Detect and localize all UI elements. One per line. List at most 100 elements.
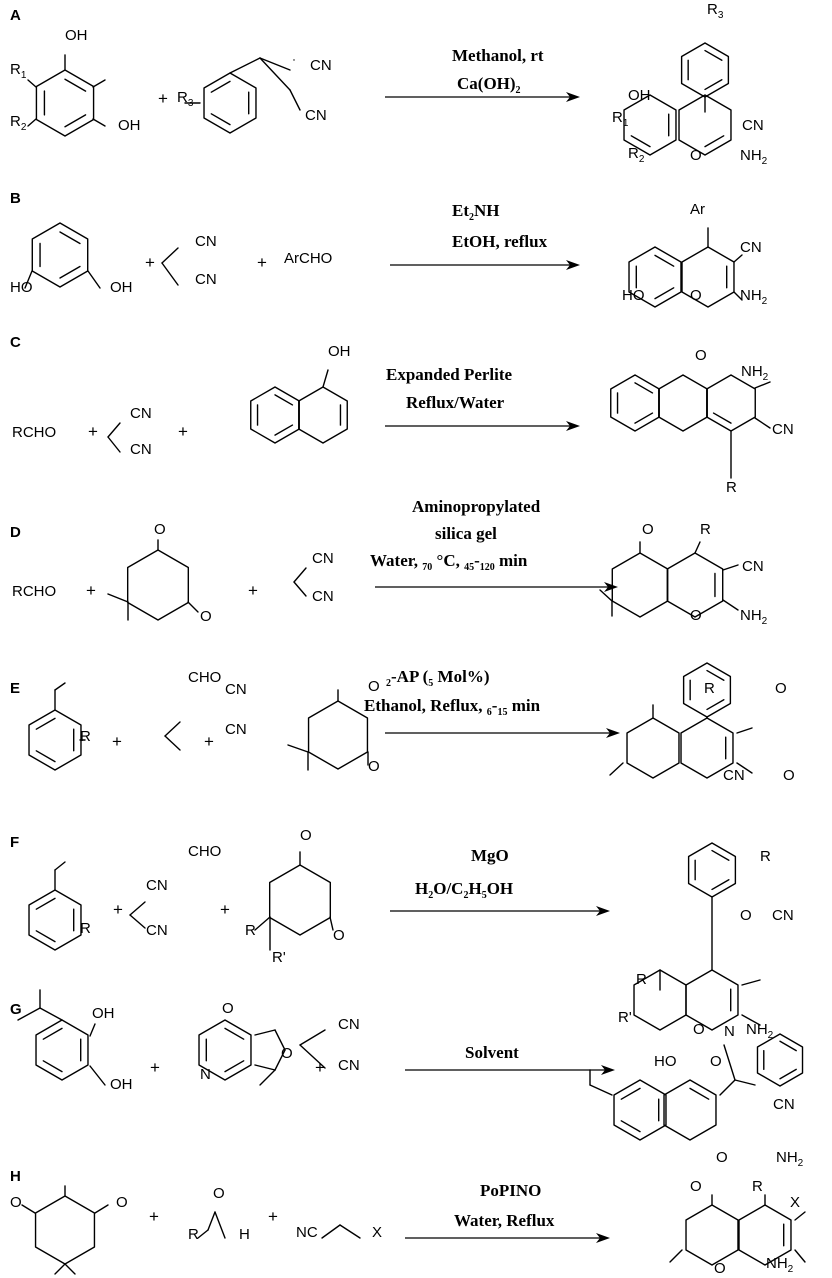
- atom-label: RCHO: [12, 583, 56, 600]
- atom-label: R': [618, 1009, 632, 1026]
- atom-label: CHO: [188, 669, 221, 686]
- reaction-condition: Ca(OH)2​: [457, 74, 521, 96]
- panel-label: D: [10, 524, 21, 541]
- atom-label: R: [700, 521, 711, 538]
- atom-label: O: [333, 927, 345, 944]
- atom-label: CN: [772, 907, 794, 924]
- atom-label: O: [690, 607, 702, 624]
- atom-label: O: [10, 1194, 22, 1211]
- atom-label: CN: [723, 767, 745, 784]
- reaction-condition: Aminopropylated: [412, 497, 541, 516]
- structure-bonds: [24, 222, 743, 308]
- arrow-head: [596, 906, 610, 916]
- atom-label: R: [704, 680, 715, 697]
- arrow-head: [566, 92, 580, 102]
- atom-label: NC: [296, 1224, 318, 1241]
- structure-bonds: [17, 989, 804, 1141]
- atom-label: R: [636, 971, 647, 988]
- atom-label: NH2​: [740, 287, 768, 307]
- atom-label: OH: [110, 279, 133, 296]
- plus-sign: +: [268, 1207, 278, 1226]
- atom-label: OH: [65, 27, 88, 44]
- panel-label: C: [10, 334, 21, 351]
- atom-label: CN: [225, 721, 247, 738]
- atom-label: CN: [225, 681, 247, 698]
- atom-label: R: [80, 920, 91, 937]
- plus-sign: +: [113, 900, 123, 919]
- atom-label: Ar: [690, 201, 705, 218]
- atom-label: CN: [312, 588, 334, 605]
- atom-label: NH2​: [741, 363, 769, 383]
- atom-label: R3​: [177, 89, 194, 109]
- atom-label: R3​: [707, 1, 724, 21]
- atom-label: ArCHO: [284, 250, 332, 267]
- structure-bonds: [21, 1185, 806, 1275]
- atom-label: O: [300, 827, 312, 844]
- atom-label: R1​: [612, 109, 629, 129]
- atom-label: HO: [654, 1053, 677, 1070]
- atom-label: OH: [92, 1005, 115, 1022]
- atom-label: O: [716, 1149, 728, 1166]
- atom-label: O: [368, 678, 380, 695]
- panel-label: H: [10, 1168, 21, 1185]
- arrow-head: [566, 421, 580, 431]
- atom-label: R: [752, 1178, 763, 1195]
- structure-bonds: [28, 842, 761, 1031]
- atom-label: R: [760, 848, 771, 865]
- reaction-condition: Solvent: [465, 1043, 519, 1062]
- reaction-condition: Ethanol, Reflux, 6​-15​ min: [364, 696, 541, 718]
- atom-label: O: [154, 521, 166, 538]
- plus-sign: +: [315, 1058, 325, 1077]
- reaction-condition: Water, 70​ °C, 45​-120​ min: [370, 551, 528, 573]
- structure-bonds: [28, 662, 753, 779]
- atom-label: R': [272, 949, 286, 966]
- atom-label: O: [690, 147, 702, 164]
- arrow-head: [566, 260, 580, 270]
- atom-label: O: [222, 1000, 234, 1017]
- structure-bonds: [107, 369, 771, 479]
- atom-label: CN: [195, 233, 217, 250]
- atom-label: X: [372, 1224, 382, 1241]
- atom-label: RCHO: [12, 424, 56, 441]
- atom-label: CN: [742, 558, 764, 575]
- atom-label: R: [726, 479, 737, 496]
- atom-label: O: [116, 1194, 128, 1211]
- atom-label: NH2​: [740, 147, 768, 167]
- atom-label: NH2​: [776, 1149, 804, 1169]
- atom-label: HO: [10, 279, 33, 296]
- atom-label: R: [80, 728, 91, 745]
- atom-label: CN: [312, 550, 334, 567]
- reaction-condition: MgO: [471, 846, 509, 865]
- atom-label: H: [239, 1226, 250, 1243]
- panel-f: FCHORCNCNORR'OROCNRR'ONH2​++MgOH2​O/C2​H…: [10, 827, 794, 1041]
- atom-label: CN: [772, 421, 794, 438]
- panel-label: F: [10, 834, 19, 851]
- atom-label: O: [368, 758, 380, 775]
- arrow-head: [596, 1233, 610, 1243]
- reaction-condition: Water, Reflux: [454, 1211, 555, 1230]
- panel-label: A: [10, 7, 21, 24]
- atom-label: OH: [118, 117, 141, 134]
- atom-label: O: [690, 287, 702, 304]
- plus-sign: +: [88, 422, 98, 441]
- reaction-condition: 2​-AP (5​ Mol%): [386, 667, 489, 689]
- atom-label: CN: [338, 1016, 360, 1033]
- atom-label: HO: [622, 287, 645, 304]
- atom-label: CN: [130, 405, 152, 422]
- atom-label: O: [775, 680, 787, 697]
- reaction-condition: EtOH, reflux: [452, 232, 548, 251]
- reaction-condition: Expanded Perlite: [386, 365, 513, 384]
- plus-sign: +: [204, 732, 214, 751]
- atom-label: N: [724, 1023, 735, 1040]
- atom-label: CN: [310, 57, 332, 74]
- atom-label: O: [783, 767, 795, 784]
- arrow-head: [606, 728, 620, 738]
- panel-d: DRCHOOOCNCNORCNONH2​++Aminopropylatedsil…: [10, 497, 768, 627]
- atom-label: O: [642, 521, 654, 538]
- panel-label: E: [10, 680, 20, 697]
- reaction-condition: H2​O/C2​H5​OH: [415, 879, 513, 901]
- arrow-head: [601, 1065, 615, 1075]
